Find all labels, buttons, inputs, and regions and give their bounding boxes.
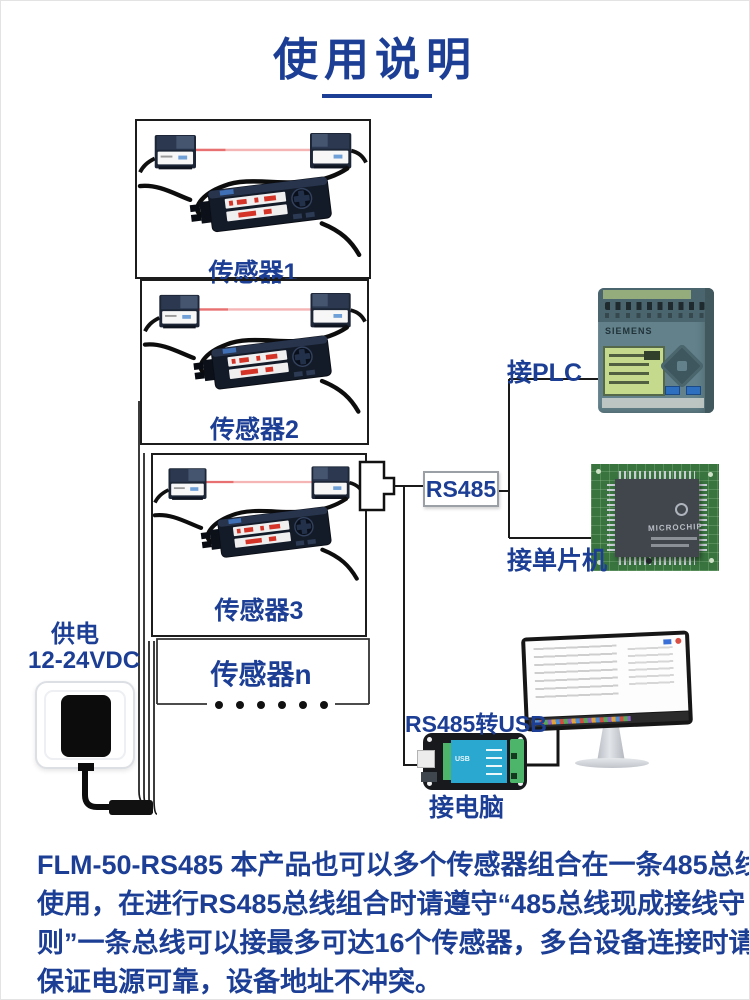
close-icon (675, 637, 682, 644)
power-voltage-label: 12-24VDC (28, 647, 141, 674)
sensor-3-label: 传感器3 (214, 597, 304, 625)
terminal-block (510, 739, 524, 783)
sensor-head-left (138, 134, 196, 174)
usb-converter-label: RS485转USB (405, 711, 547, 737)
sensor-2-label: 传感器2 (210, 416, 299, 444)
footer-line: 则”一条总线可以接最多可达16个传感器，多台设备连接时请 (37, 928, 750, 958)
footer-description: FLM-50-RS485 本产品也可以多个传感器组合在一条485总线 使用，在进… (37, 846, 750, 999)
sensor-amplifier (200, 506, 332, 558)
footer-line: 使用，在进行RS485总线组合时请遵守“485总线现成接线守 (37, 889, 746, 919)
usb-port (417, 750, 435, 768)
app-icon (663, 639, 672, 645)
sensor-head-right (311, 466, 365, 499)
pc-monitor-image (521, 630, 695, 768)
plc-device-image: SIEMENS (598, 288, 714, 413)
usb-port-text: USB (455, 756, 470, 763)
laser-beam (199, 308, 228, 311)
plc-button (665, 386, 680, 395)
sensor-head-left (153, 468, 207, 504)
sensor-unit-art (152, 466, 365, 581)
power-adapter (61, 695, 111, 757)
sensor-n-label: 传感器n (210, 659, 312, 690)
sensor-1-label: 传感器1 (208, 259, 298, 287)
plc-brand-text: SIEMENS (605, 326, 653, 336)
sensor-head-right (310, 292, 367, 328)
rs485-bus-node: RS485 (423, 471, 499, 507)
wall-outlet-image (35, 681, 135, 771)
ellipsis-dots (215, 701, 328, 709)
mcu-chip: MICROCHIP (615, 479, 703, 564)
plc-lcd-screen (603, 346, 665, 396)
laser-beam (196, 148, 226, 152)
sensor-unit-art (142, 292, 367, 414)
page-title: 使用说明 (272, 34, 477, 85)
sensor-amplifier (189, 176, 332, 233)
title-underline (322, 94, 432, 98)
sensor-head-left (142, 294, 199, 333)
sensor-amplifier (192, 335, 332, 390)
sensor-head-right (310, 132, 368, 169)
usb-converter-image: USB (417, 733, 529, 790)
footer-line: FLM-50-RS485 本产品也可以多个传感器组合在一条485总线 (37, 850, 750, 880)
microchip-logo-icon (675, 503, 688, 516)
power-merge-connector (109, 800, 153, 815)
plc-button (686, 386, 701, 395)
mcu-device-image: MICROCHIP (591, 464, 719, 571)
pc-connection-label: 接电脑 (429, 794, 505, 822)
footer-line: 保证电源可靠，设备地址不冲突。 (37, 967, 442, 997)
plc-connection-label: 接PLC (507, 359, 583, 387)
sensor-unit-art (137, 132, 368, 258)
laser-beam (206, 480, 234, 484)
sensor-box-3: 传感器3 (151, 453, 367, 637)
mcu-connection-label: 接单片机 (507, 547, 608, 575)
sensor-box-1: 传感器1 (135, 119, 371, 287)
sensor-box-2: 传感器2 (140, 279, 369, 445)
mcu-brand-text: MICROCHIP (647, 522, 703, 533)
power-supply-label: 供电 (51, 621, 99, 648)
